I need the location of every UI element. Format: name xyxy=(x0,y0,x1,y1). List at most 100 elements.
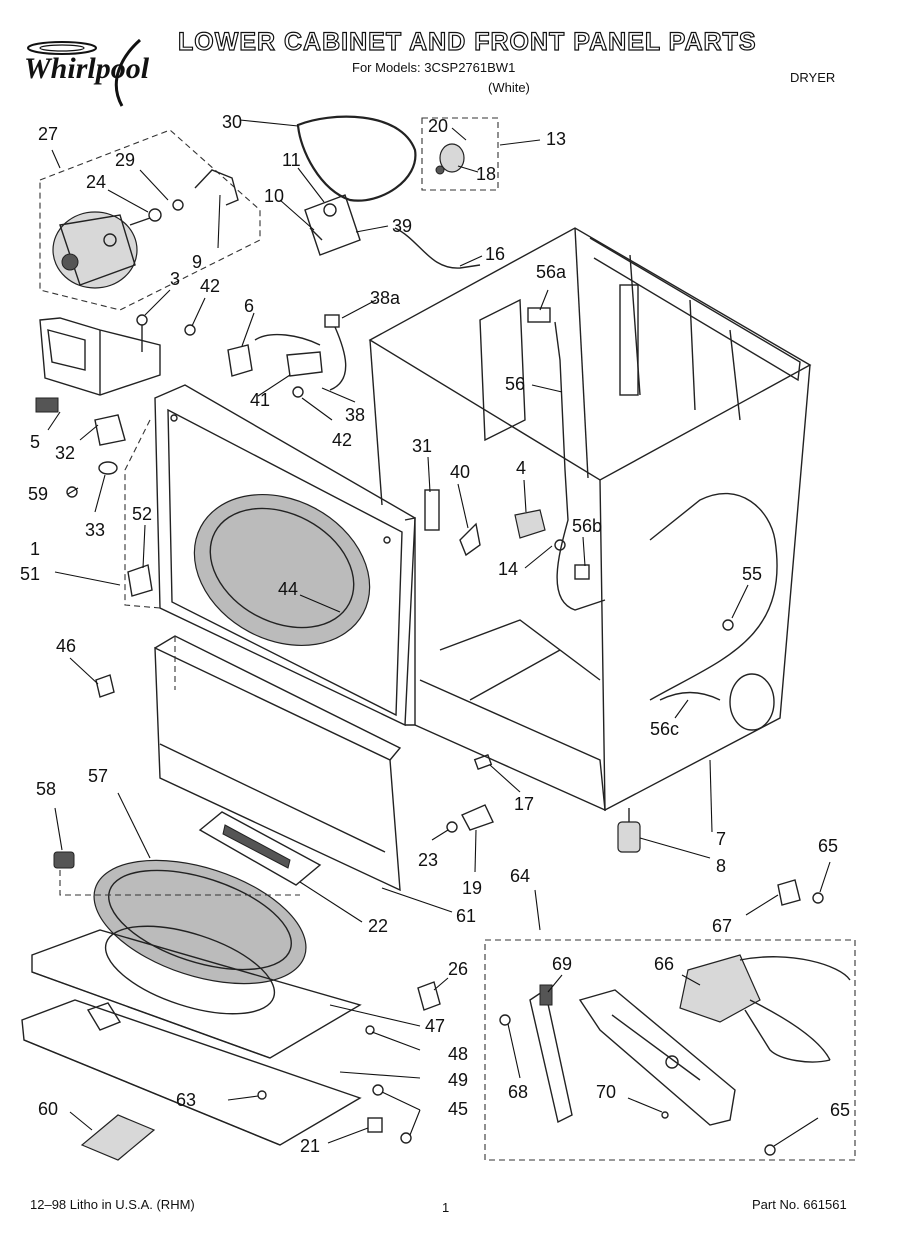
callout-7: 7 xyxy=(716,829,726,849)
callout-6: 6 xyxy=(244,296,254,316)
callout-3: 3 xyxy=(170,269,180,289)
idler-pulley-assembly xyxy=(304,194,361,256)
toe-panel xyxy=(154,635,402,892)
switch-bracket xyxy=(578,989,776,1156)
panel-dashed-guide xyxy=(124,419,161,609)
page-title: LOWER CABINET AND FRONT PANEL PARTS xyxy=(177,27,757,56)
callout-42-bottom: 42 xyxy=(332,430,352,450)
door-switch xyxy=(679,954,851,1063)
callout-51: 51 xyxy=(20,564,40,584)
callout-20: 20 xyxy=(428,116,448,136)
callout-56: 56 xyxy=(505,374,525,394)
door-clip xyxy=(53,851,75,869)
door-outer-panel xyxy=(21,999,362,1146)
wire-harness-56 xyxy=(527,307,721,701)
callout-57: 57 xyxy=(88,766,108,786)
callout-41: 41 xyxy=(250,390,270,410)
pulley-group-outline xyxy=(421,117,499,191)
callout-60: 60 xyxy=(38,1099,58,1119)
leveling-leg xyxy=(617,808,641,853)
callout-56b: 56b xyxy=(572,516,602,536)
callout-30: 30 xyxy=(222,112,242,132)
door-inner-panel xyxy=(31,925,362,1059)
callout-64: 64 xyxy=(510,866,530,886)
callout-44: 44 xyxy=(278,579,298,599)
callout-labels: 27 29 24 9 3 42 5 32 59 33 1 51 52 46 30… xyxy=(20,112,850,1156)
product-category: DRYER xyxy=(790,70,836,85)
callout-16: 16 xyxy=(485,244,505,264)
wire-harness-16 xyxy=(394,227,481,269)
vent-grill xyxy=(198,811,322,886)
color-variant: (White) xyxy=(488,80,530,95)
page-number: 1 xyxy=(442,1200,450,1215)
front-panel xyxy=(154,384,416,727)
callout-27: 27 xyxy=(38,124,58,144)
model-subtitle: For Models: 3CSP2761BW1 xyxy=(352,60,516,75)
callout-69: 69 xyxy=(552,954,572,974)
callout-55: 55 xyxy=(742,564,762,584)
callout-40: 40 xyxy=(450,462,470,482)
drive-motor xyxy=(52,211,151,289)
callout-29: 29 xyxy=(115,150,135,170)
callout-9: 9 xyxy=(192,252,202,272)
callout-32: 32 xyxy=(55,443,75,463)
callout-11: 11 xyxy=(282,150,301,170)
door-switch-group-outline xyxy=(484,939,856,1161)
callout-70: 70 xyxy=(596,1082,616,1102)
callout-1: 1 xyxy=(30,539,40,559)
motor-mount xyxy=(35,314,196,413)
callout-48: 48 xyxy=(448,1044,468,1064)
panel-clips xyxy=(95,564,153,698)
callout-26: 26 xyxy=(448,959,468,979)
callout-67: 67 xyxy=(712,916,732,936)
clip-dashed-guide xyxy=(59,870,300,896)
callout-31: 31 xyxy=(412,436,432,456)
callout-65-bottom: 65 xyxy=(830,1100,850,1120)
small-fasteners xyxy=(446,754,494,833)
cabinet xyxy=(368,227,812,812)
callout-59: 59 xyxy=(28,484,48,504)
callout-5: 5 xyxy=(30,432,40,452)
callout-39: 39 xyxy=(392,216,412,236)
callout-52: 52 xyxy=(132,504,152,524)
callout-68: 68 xyxy=(508,1082,528,1102)
callout-18: 18 xyxy=(476,164,496,184)
callout-24: 24 xyxy=(86,172,106,192)
callout-65-top: 65 xyxy=(818,836,838,856)
callout-61: 61 xyxy=(456,906,476,926)
callout-58: 58 xyxy=(36,779,56,799)
callout-38a: 38a xyxy=(370,288,401,308)
callout-45: 45 xyxy=(448,1099,468,1119)
brand-wordmark: Whirlpool xyxy=(24,52,150,85)
callout-21: 21 xyxy=(300,1136,320,1156)
callout-66: 66 xyxy=(654,954,674,974)
callout-23: 23 xyxy=(418,850,438,870)
callout-47: 47 xyxy=(425,1016,445,1036)
print-info: 12–98 Litho in U.S.A. (RHM) xyxy=(30,1197,195,1212)
callout-56a: 56a xyxy=(536,262,567,282)
callout-8: 8 xyxy=(716,856,726,876)
part-number: Part No. 661561 xyxy=(752,1197,847,1212)
door-screws xyxy=(257,1025,412,1144)
callout-4: 4 xyxy=(516,458,526,478)
cabinet-brackets xyxy=(424,489,734,631)
wire-harness-38 xyxy=(254,314,347,398)
callout-46: 46 xyxy=(56,636,76,656)
callout-33: 33 xyxy=(85,520,105,540)
door-seal xyxy=(93,859,307,985)
switch-and-washers xyxy=(66,344,253,498)
motor-pulley-parts xyxy=(148,169,239,222)
drive-belt xyxy=(296,115,417,202)
callout-56c: 56c xyxy=(650,719,679,739)
callout-19: 19 xyxy=(462,878,482,898)
drum-pulley xyxy=(435,143,465,175)
door-handle xyxy=(80,1114,156,1161)
latch-bracket xyxy=(777,879,824,906)
callout-42-top: 42 xyxy=(200,276,220,296)
callout-13: 13 xyxy=(546,129,566,149)
leader-lines xyxy=(47,119,831,1147)
whirlpool-logo: Whirlpool xyxy=(24,38,150,107)
callout-10: 10 xyxy=(264,186,284,206)
callout-63: 63 xyxy=(176,1090,196,1110)
